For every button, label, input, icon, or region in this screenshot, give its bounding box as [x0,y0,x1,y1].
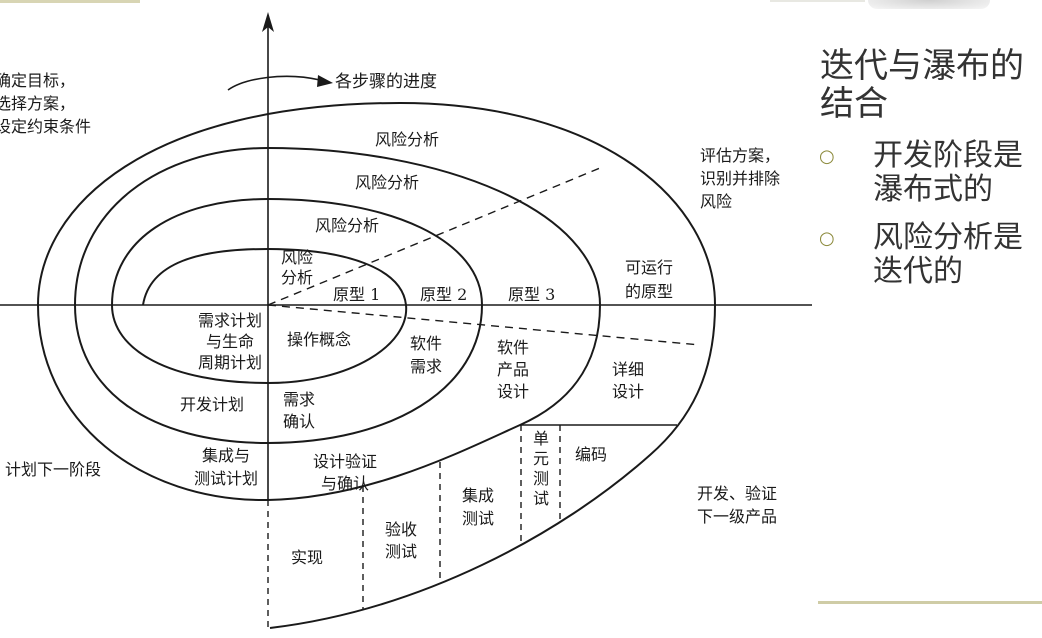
bullet-line: 风险分析是 [873,221,1023,254]
prototype-1-label: 原型 1 [333,285,380,305]
development-plan-text: 开发计划 [180,395,245,414]
risk-analysis-text: 风险分析 [375,130,440,149]
code-text: 编码 [575,445,608,464]
integration-test-plan-text: 集成与 [201,446,250,465]
design-verification-text: 与确认 [320,474,369,493]
quadrant-label-line: 计划下一阶段 [5,460,102,479]
prototype-3-label: 原型 3 [508,285,555,305]
operational-prototype-text: 可运行 [625,258,674,277]
risk-analysis-label-core: 风险 分析 [281,248,313,288]
top-left-accent-line [0,0,140,3]
bullet-line: 开发阶段是 [873,139,1023,172]
implementation-label: 实现 [291,548,323,568]
detailed-design-text: 设计 [612,382,645,401]
acceptance-test-text: 测试 [385,542,418,561]
product-design-text: 产品 [497,360,530,379]
progress-label: 各步骤的进度 [335,72,437,92]
quadrant-label-line: 确定目标， [0,71,76,90]
detailed-design-text: 详细 [612,360,645,379]
bullet-line: 迭代的 [873,255,963,288]
bullet-item-2: 风险分析是 迭代的 [873,221,1023,289]
concept-of-operation-text: 操作概念 [287,330,352,349]
detailed-design-label: 详细 设计 [612,359,644,403]
prototype-text: 原型 3 [508,285,556,304]
circle-bullet-icon: ○ [819,146,835,167]
top-right-decoration [868,0,990,9]
quadrant-label-evaluate-alternatives: 评估方案， 识别并排除 风险 [700,144,780,213]
risk-analysis-text: 风险分析 [315,216,380,235]
design-verification-text: 设计验证 [312,452,377,471]
integration-test-text: 测试 [462,509,495,528]
quadrant-label-line: 设定约束条件 [0,117,92,136]
requirements-plan-text: 需求计划 [197,311,262,330]
implementation-text: 实现 [291,548,324,567]
quadrant-label-line: 评估方案， [700,146,781,165]
slide-title-line: 迭代与瀑布的 [820,47,1024,85]
integration-test-plan-text: 测试计划 [193,469,258,488]
development-plan-label: 开发计划 [180,395,244,415]
concept-of-operation-label: 操作概念 [287,330,351,350]
design-verification-label: 设计验证 与确认 [308,451,382,495]
requirements-plan-label: 需求计划 与生命 周期计划 [194,310,266,373]
circle-bullet-icon: ○ [819,228,835,249]
product-design-label: 软件 产品 设计 [497,337,529,403]
risk-analysis-label-outer: 风险分析 [375,130,439,150]
quadrant-label-develop-verify: 开发、验证 下一级产品 [697,482,777,528]
top-right-faint-line [770,0,865,2]
acceptance-test-text: 验收 [385,520,418,539]
unit-test-label: 单元测试 [530,430,549,510]
integration-test-plan-label: 集成与 测试计划 [188,444,264,490]
quadrant-label-determine-objectives: 确定目标， 选择方案， 设定约束条件 [0,69,91,138]
requirements-validation-text: 确认 [283,412,316,431]
software-requirements-label: 软件 需求 [410,332,442,378]
progress-arc [227,75,321,91]
risk-analysis-text: 风险 [281,248,314,267]
unit-test-text: 单元测试 [530,430,549,510]
bottom-right-accent-line [818,601,1042,604]
quadrant-label-line: 下一级产品 [697,507,778,526]
quadrant-label-line: 选择方案， [0,94,76,113]
prototype-text: 原型 1 [333,285,381,304]
integration-test-label: 集成 测试 [462,484,494,530]
spiral-curve [37,102,716,629]
risk-analysis-label-middle: 风险分析 [355,173,419,193]
up-arrow-icon [262,12,274,32]
slide-title: 迭代与瀑布的 结合 [820,47,1024,123]
product-design-text: 设计 [497,382,530,401]
risk-evaluation-dashed-divider [267,167,601,306]
quadrant-label-line: 风险 [700,192,733,211]
product-design-text: 软件 [497,338,530,357]
operational-prototype-label: 可运行 的原型 [625,256,673,304]
requirements-plan-text: 周期计划 [197,353,262,372]
progress-label-text: 各步骤的进度 [335,72,437,92]
spiral-model-diagram [0,12,812,629]
risk-analysis-text: 分析 [281,268,314,287]
quadrant-label-line: 开发、验证 [697,484,778,503]
requirements-validation-label: 需求 确认 [283,389,315,433]
requirements-plan-text: 与生命 [205,332,254,351]
risk-analysis-text: 风险分析 [355,173,420,192]
risk-analysis-label-inner: 风险分析 [315,216,379,236]
integration-test-text: 集成 [462,486,495,505]
acceptance-test-label: 验收 测试 [385,519,417,563]
bullet-line: 瀑布式的 [873,173,993,206]
slide-title-line: 结合 [820,85,888,123]
quadrant-label-line: 识别并排除 [700,169,781,188]
prototype-2-label: 原型 2 [420,285,467,305]
operational-prototype-text: 的原型 [625,282,674,301]
code-label: 编码 [575,445,607,465]
software-requirements-text: 需求 [410,357,443,376]
requirements-validation-text: 需求 [283,390,316,409]
software-requirements-text: 软件 [410,334,443,353]
bullet-item-1: 开发阶段是 瀑布式的 [873,139,1023,207]
development-dashed-divider [267,304,701,346]
prototype-text: 原型 2 [420,285,468,304]
quadrant-label-plan-next-phase: 计划下一阶段 [5,460,101,480]
right-arrow-icon [317,75,333,87]
